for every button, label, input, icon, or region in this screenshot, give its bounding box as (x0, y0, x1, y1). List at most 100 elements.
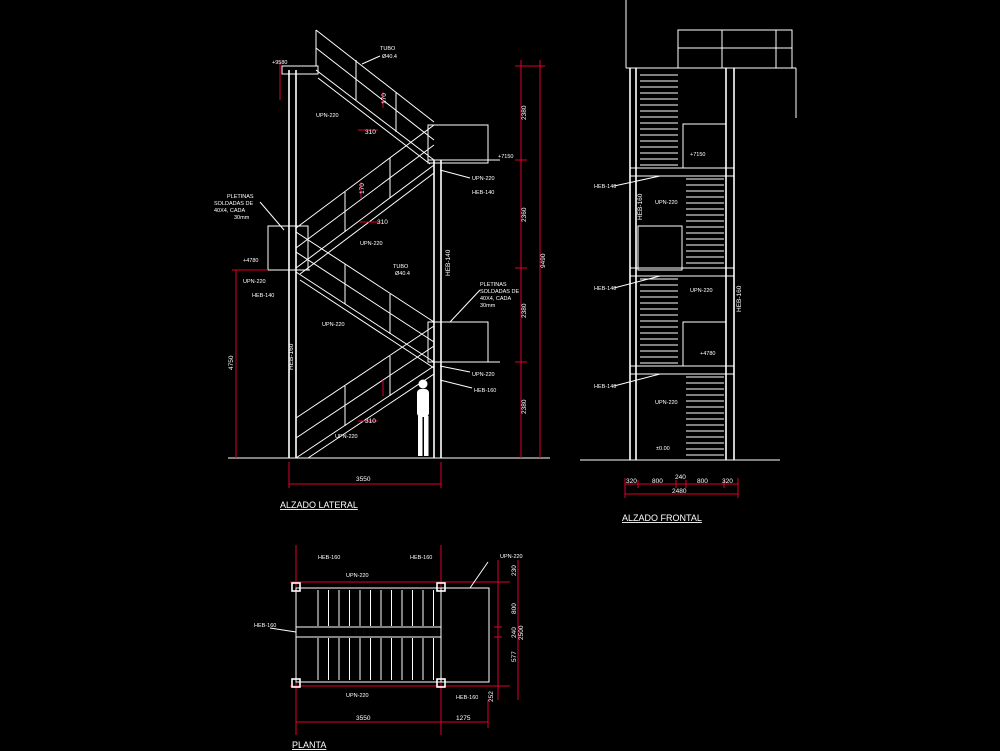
plan-steps (317, 590, 434, 680)
plan-dim-3550: 3550 (356, 715, 371, 722)
frontal-col-label-r: HEB-160 (736, 285, 743, 312)
upn-label-7: UPN-220 (335, 434, 358, 440)
pletinas-1-d: 30mm (234, 215, 250, 221)
frontal-steps (640, 74, 724, 456)
plan-dim-800: 800 (511, 603, 518, 614)
plan-leader-heb (269, 627, 297, 633)
frontal-upn-3: UPN-220 (655, 400, 678, 406)
flight-3-stringer-b (299, 279, 435, 369)
lateral-title: ALZADO LATERAL (280, 500, 358, 510)
frontal-elevation: HEB-140 HEB-140 HEB-140 UPN-220 UPN-220 … (580, 0, 797, 523)
flight-4-stringer-b (307, 373, 435, 459)
dim-2380-a: 2380 (521, 105, 528, 120)
top-landing (281, 65, 319, 75)
plan-title: PLANTA (292, 740, 326, 750)
leader-tubo-top (361, 55, 381, 65)
plan-view: HEB-160 HEB-160 UPN-220 UPN-220 HEB-160 … (254, 545, 525, 750)
frontal-beam-3 (629, 365, 735, 375)
dim-4750: 4750 (228, 355, 235, 370)
leader-pletinas-right (449, 289, 481, 323)
frontal-upn-1: UPN-220 (655, 200, 678, 206)
upn-label-1: UPN-220 (316, 113, 339, 119)
flight-4-handrail (295, 325, 435, 419)
flight-3-midrail (295, 251, 435, 343)
pletinas-2-d: 30mm (480, 303, 496, 309)
flight-1-stringer (315, 69, 435, 161)
plan-leader-upn (469, 561, 489, 589)
plan-dim-240: 240 (511, 627, 518, 638)
frontal-dim-2480: 2480 (672, 488, 687, 495)
upn-label-3: UPN-220 (360, 241, 383, 247)
leader-upn-a (439, 169, 471, 179)
plan-center-beam (295, 626, 442, 638)
frontal-leader-3 (613, 373, 661, 387)
frontal-elev-base: ±0.00 (656, 446, 670, 452)
elev-mid1-label: +7150 (498, 154, 513, 160)
column-heb-label-lat-r: HEB-140 (445, 249, 452, 276)
plan-col-3 (291, 678, 301, 688)
frontal-elev-1: +7150 (690, 152, 705, 158)
leader-pletinas-left (259, 201, 285, 231)
frontal-dim-800-b: 800 (697, 478, 708, 485)
elev-top-label: +9580 (272, 60, 287, 66)
flight-1-stringer-b (317, 77, 431, 165)
upn-label-5: UPN-220 (322, 322, 345, 328)
frontal-title: ALZADO FRONTAL (622, 513, 702, 523)
plan-dim-230: 230 (511, 565, 518, 576)
dim-170-a: 170 (381, 93, 388, 104)
pletinas-2-b: SOLDADAS DE (480, 289, 519, 295)
plan-upn-2: UPN-220 (346, 693, 369, 699)
tubo-label-2: TUBO (393, 264, 409, 270)
plan-heb-left: HEB-160 (254, 623, 276, 629)
plan-heb-tl: HEB-160 (318, 555, 340, 561)
upn-label-4: UPN-220 (243, 279, 266, 285)
lateral-elevation: +9580 TUBO Ø40.4 UPN-220 310 310 310 +71… (214, 29, 550, 510)
flight-1-midrail (315, 47, 435, 141)
landing-right-low (427, 321, 489, 363)
frontal-col-label-l: HEB-160 (637, 193, 644, 220)
frontal-heb-1: HEB-140 (594, 184, 616, 190)
upn-label-2: UPN-220 (472, 176, 495, 182)
step-310-b: 310 (377, 219, 388, 226)
frontal-heb-2: HEB-140 (594, 286, 616, 292)
dim-2380-b: 2380 (521, 303, 528, 318)
leader-upn-b (439, 365, 471, 373)
frontal-upn-2: UPN-220 (690, 288, 713, 294)
step-310-a: 310 (365, 129, 376, 136)
frontal-dim-240: 240 (675, 474, 686, 481)
dim-9490: 9490 (540, 253, 547, 268)
tubo-spec-2: Ø40.4 (395, 271, 410, 277)
leader-heb-right (439, 379, 473, 389)
flight-4-midrail (295, 345, 435, 439)
plan-dim-1275: 1275 (456, 715, 471, 722)
heb-label-1: HEB-140 (472, 190, 494, 196)
elev-mid2-label: +4780 (243, 258, 258, 264)
frontal-dim-320-a: 320 (626, 478, 637, 485)
upn-label-6: UPN-220 (472, 372, 495, 378)
dim-170-b: 170 (359, 183, 366, 194)
frontal-dim-800-a: 800 (652, 478, 663, 485)
flight-3-handrail (295, 231, 435, 323)
plan-upn-1: UPN-220 (346, 573, 369, 579)
dim-2360: 2360 (521, 207, 528, 222)
step-310-c: 310 (365, 418, 376, 425)
landing-right-top (427, 124, 489, 164)
frontal-beam-1 (629, 167, 735, 177)
frontal-leader-2 (613, 275, 661, 289)
flight-1-handrail (315, 29, 435, 123)
pletinas-2-a: PLETINAS (480, 282, 507, 288)
frontal-top-railing (677, 29, 793, 69)
tubo-spec-1: Ø40.4 (382, 54, 397, 60)
dim-3550-lateral: 3550 (356, 476, 371, 483)
flight-3-stringer (295, 271, 435, 363)
plan-col-1 (291, 582, 301, 592)
tubo-label-1: TUBO (380, 46, 396, 52)
flight-2-handrail (295, 124, 435, 229)
frontal-heb-3: HEB-140 (594, 384, 616, 390)
plan-col-2 (436, 582, 446, 592)
frontal-rail-box-2 (637, 225, 683, 271)
pletinas-2-c: 40X4, CADA (480, 296, 512, 302)
plan-dim-577: 577 (511, 651, 518, 662)
plan-landing (440, 587, 490, 683)
